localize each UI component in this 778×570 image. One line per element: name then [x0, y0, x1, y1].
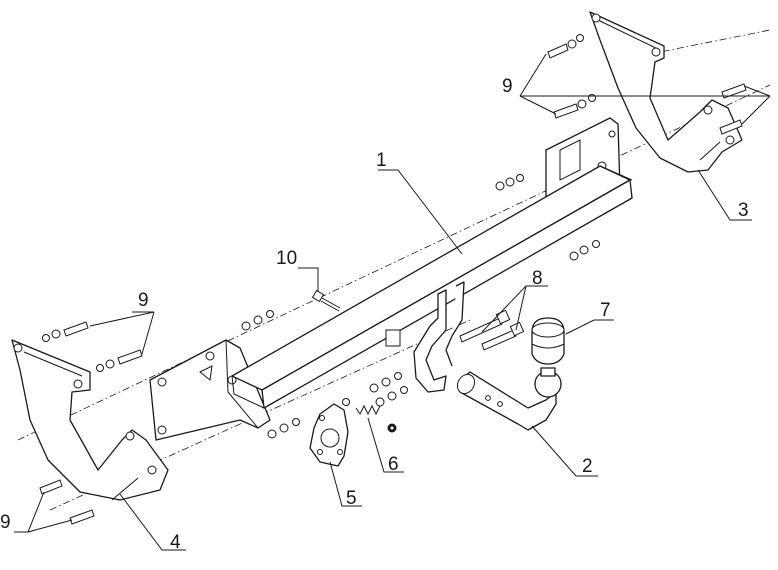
callout-8: 8: [532, 268, 543, 289]
callout-5: 5: [346, 488, 357, 509]
leader-lines: [14, 53, 771, 551]
part-9-fastener-set-bottom: [39, 479, 95, 525]
part-3-right-bracket: [589, 11, 743, 173]
callout-1: 1: [376, 150, 387, 171]
part-7-ball-cap: [531, 317, 565, 365]
callout-10: 10: [276, 248, 297, 269]
callout-6: 6: [388, 454, 399, 475]
nut-washer-clusters: [241, 174, 600, 439]
callout-9-left: 9: [138, 290, 149, 311]
part-6-spring-bolt: [342, 398, 397, 433]
callout-9-bottom: 9: [0, 512, 11, 533]
part-10-bolt: [311, 289, 341, 312]
centre-hanger-bracket: [385, 281, 465, 393]
part-2-tow-ball-neck: [456, 367, 562, 431]
part-8-bolts: [459, 309, 525, 351]
callout-7: 7: [600, 300, 611, 321]
part-9-fastener-set-left: [42, 321, 143, 372]
callout-3: 3: [738, 200, 749, 221]
callout-2: 2: [582, 456, 593, 477]
part-1-cross-beam: [231, 165, 633, 409]
part-9-fastener-set-top: [547, 34, 596, 119]
part-4-left-bracket: [11, 339, 169, 501]
callout-4: 4: [170, 532, 181, 553]
left-mounting-plate: [149, 339, 271, 441]
callout-labels: 1 2 3 4 5 6 7 8 9 9 9 10: [0, 76, 749, 553]
part-5-socket-plate: [309, 403, 349, 467]
callout-9-top: 9: [502, 76, 513, 97]
